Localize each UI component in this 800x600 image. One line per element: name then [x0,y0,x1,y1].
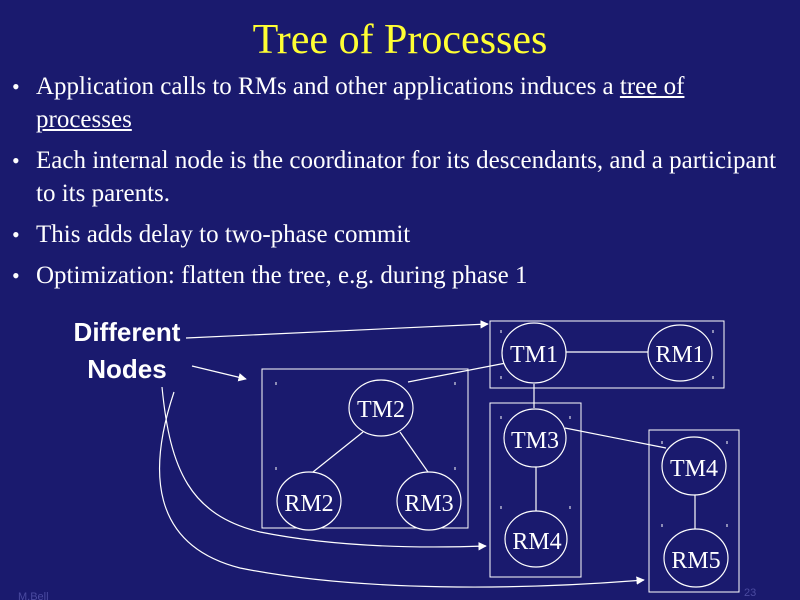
node-label: RM3 [404,491,453,517]
callout-line-1: Different [74,317,181,347]
bullet-dot-icon: • [12,263,20,288]
node-rm4: RM4 [504,510,568,568]
arrow-to-tm2-box [191,365,247,382]
edge-tm2-rm2 [312,431,364,473]
node-label: TM1 [510,342,558,368]
node-label: TM2 [357,397,405,423]
callout-arrows [159,320,645,588]
node-rm1: RM1 [647,324,713,382]
footer-left: M.Bell [18,591,49,600]
bullet-text: Application calls to RMs and other appli… [36,73,620,100]
node-tm1: TM1 [501,322,567,384]
bullet-item: • Application calls to RMs and other appl… [10,70,780,136]
edge-tm2-rm3 [399,431,429,473]
bullet-dot-icon: • [12,148,20,173]
slide-title: Tree of Processes [252,17,548,63]
node-label: TM4 [670,456,718,482]
footer-right: 23 [744,587,756,599]
node-label: TM3 [511,428,559,454]
bullet-item: • Optimization: flatten the tree, e.g. du… [10,259,780,292]
node-tm3: TM3 [503,408,567,468]
bullet-dot-icon: • [12,222,20,247]
group-box-tm2 [261,368,469,529]
callout-line-2: Nodes [87,354,166,384]
arrow-to-tm4-box [159,391,645,588]
arrow-to-tm3-box [161,386,487,551]
arrow-to-tm1-box [185,320,489,339]
node-label: RM1 [655,342,704,368]
edge-tm1-tm2 [407,362,507,383]
bullet-dot-icon: • [12,74,20,99]
box-tick-marks [275,330,728,527]
bullet-underlined-text: tree of processes [36,73,685,133]
node-rm2: RM2 [276,471,342,531]
group-box-tm1-rm1 [489,320,725,389]
node-rm5: RM5 [663,528,729,588]
bullet-text: This adds delay to two-phase commit [36,221,411,248]
bullet-text: Optimization: flatten the tree, e.g. dur… [36,262,528,289]
node-tm4: TM4 [661,436,727,496]
edge-tm3-tm4 [564,427,667,449]
node-label: RM2 [284,491,333,517]
bullet-item: • Each internal node is the coordinator f… [10,144,780,210]
group-box-tm4 [648,429,740,593]
tree-edges [312,351,696,530]
node-label: RM5 [671,548,720,574]
node-tm2: TM2 [348,379,414,437]
node-rm3: RM3 [396,471,462,531]
node-label: RM4 [512,529,561,555]
bullet-list: • Application calls to RMs and other appl… [10,70,780,300]
bullet-text: Each internal node is the coordinator fo… [36,147,777,207]
group-box-tm3 [489,402,582,578]
bullet-item: • This adds delay to two-phase commit [10,218,780,251]
